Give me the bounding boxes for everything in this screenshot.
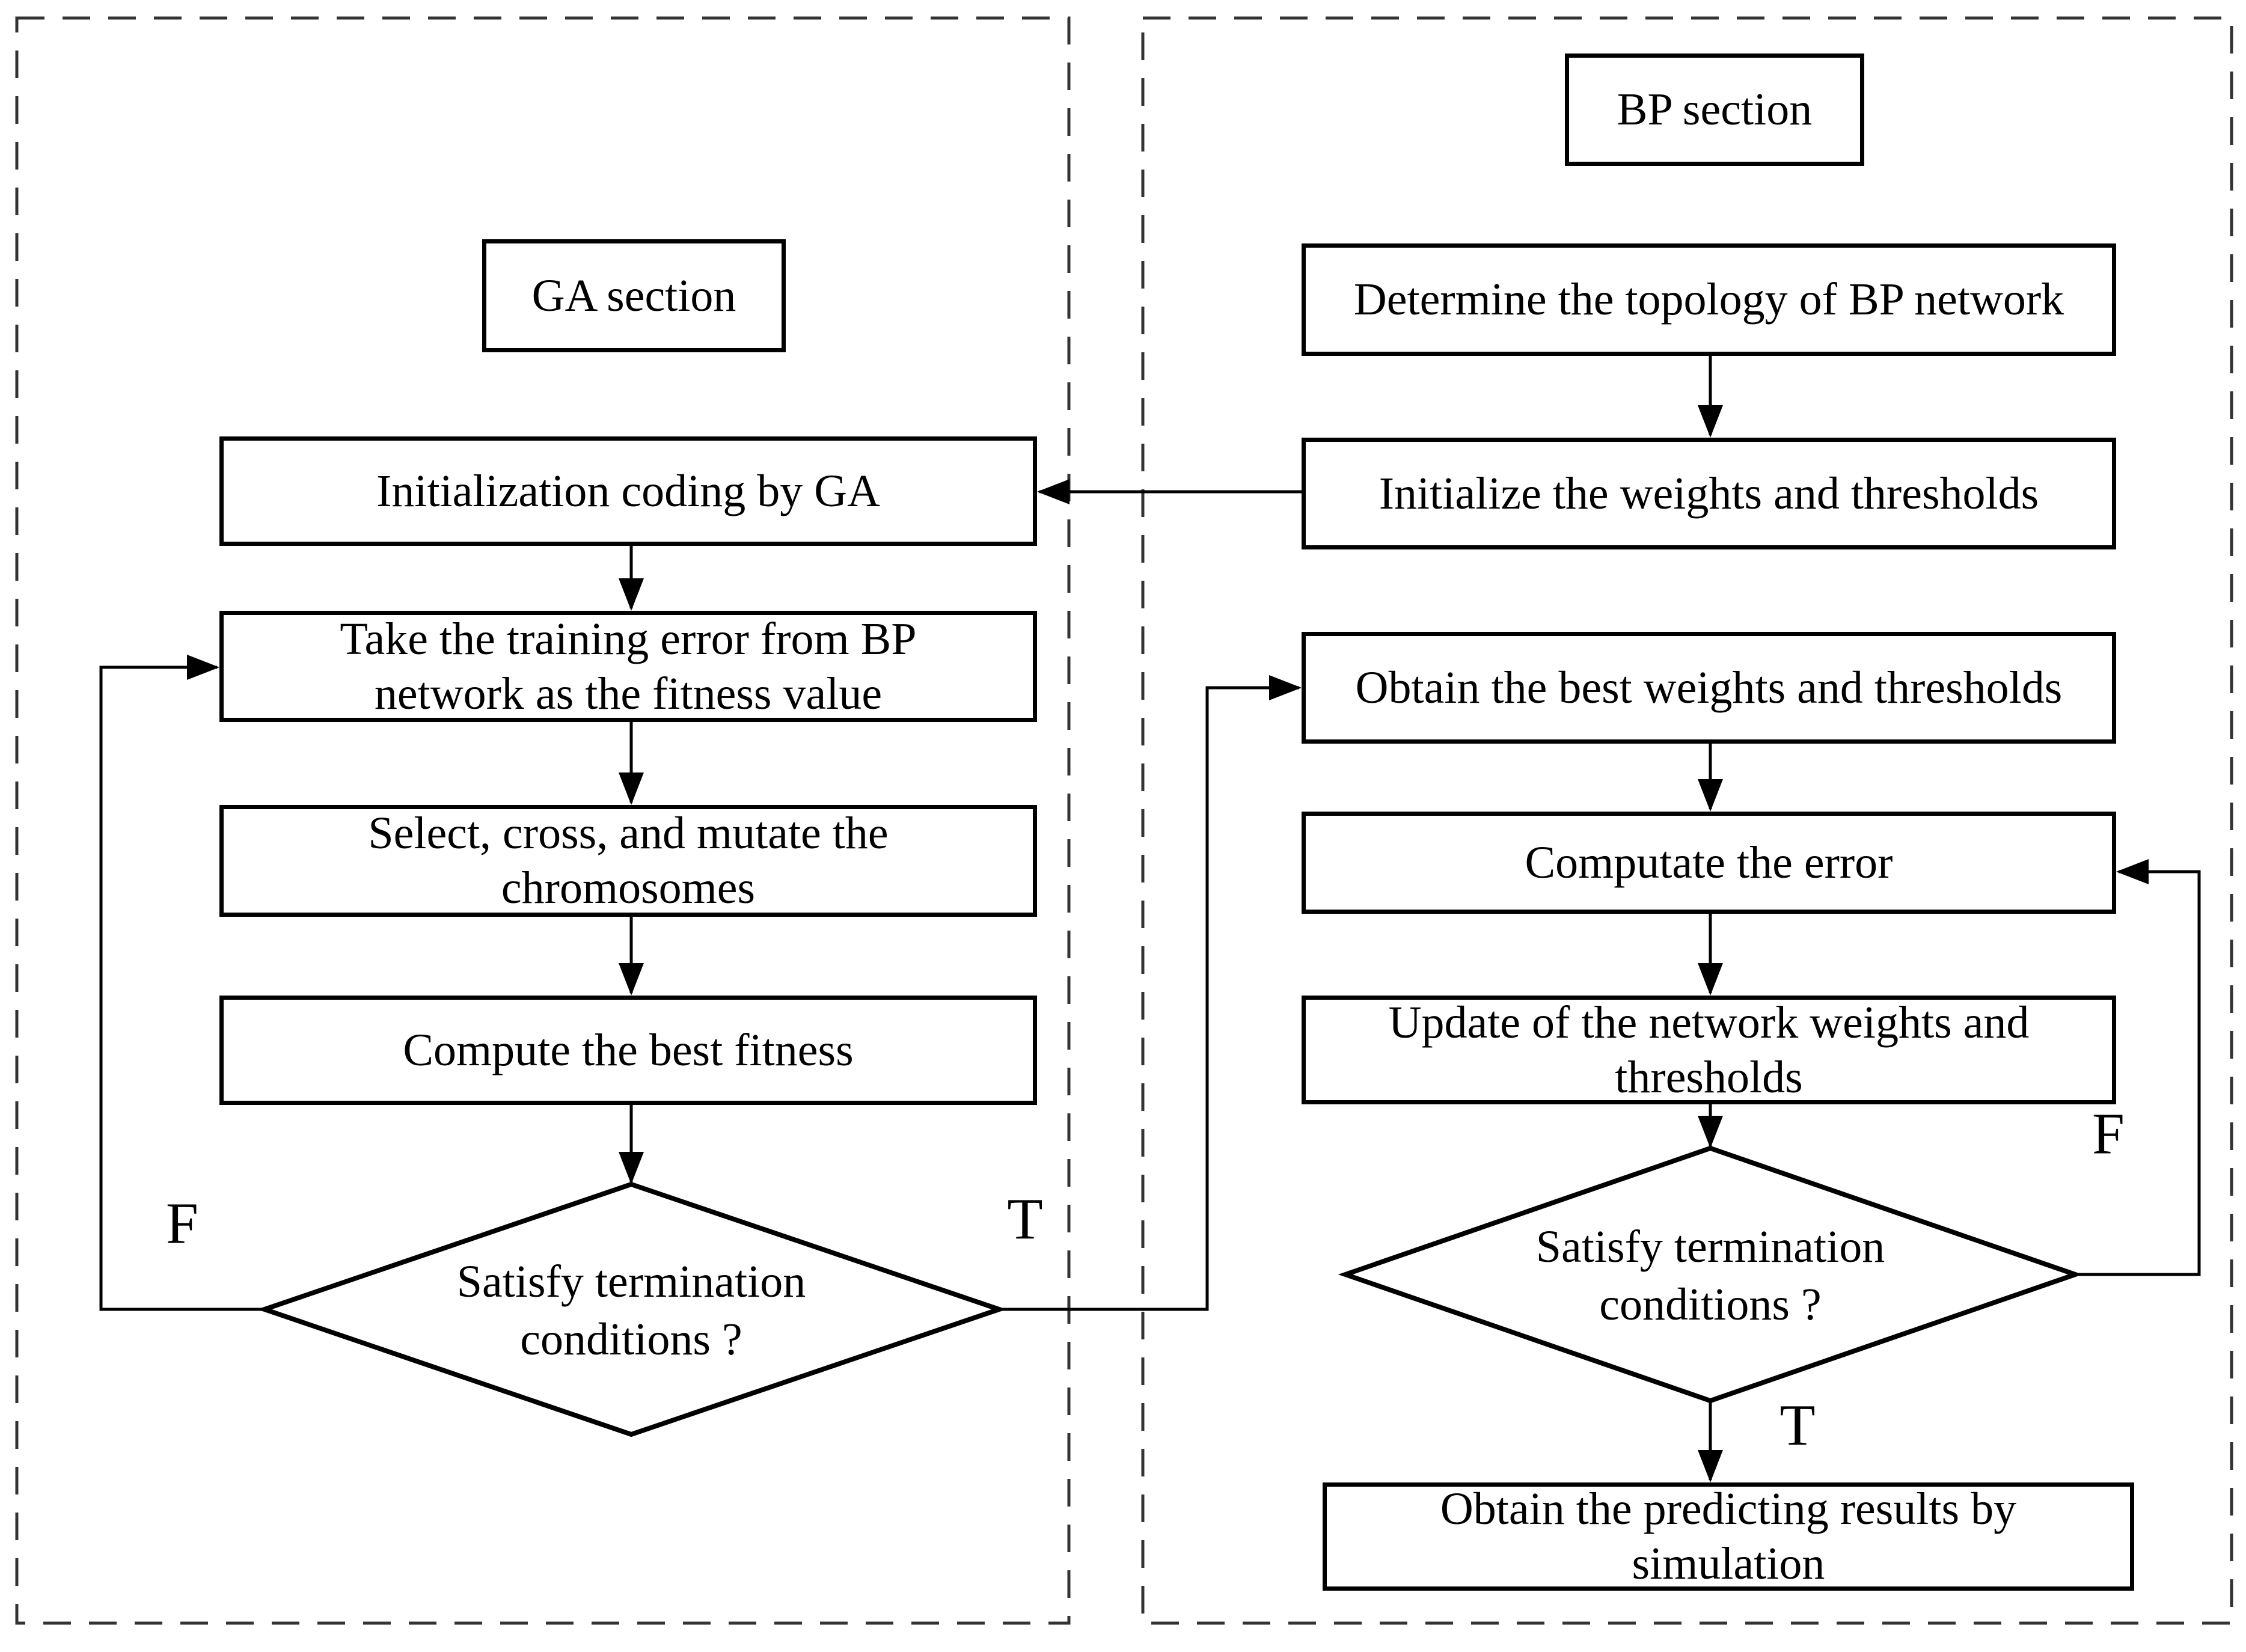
ga-branch-false-label: F bbox=[166, 1191, 198, 1256]
arrowhead-ga-false-loop bbox=[187, 655, 219, 680]
connector-bp-error-to-update bbox=[1698, 914, 1723, 996]
bp-decision-text: Satisfy termination conditions ? bbox=[1535, 1222, 1885, 1330]
node-bp-obtain-best-weights-text: Obtain the best weights and thresholds bbox=[1355, 662, 2063, 713]
arrowhead-ga-fitness-to-mutate bbox=[619, 772, 644, 805]
node-ga-initialization-coding: Initialization coding by GA bbox=[219, 436, 1037, 546]
arrowhead-bp-initialize-to-ga-init bbox=[1037, 479, 1069, 504]
connector-bp-obtain-to-error bbox=[1698, 744, 1723, 812]
bp-panel-border bbox=[1141, 16, 2233, 1625]
node-bp-computate-error: Computate the error bbox=[1302, 812, 2116, 914]
ga-decision-diamond bbox=[257, 1181, 1007, 1437]
arrowhead-bp-update-to-decision bbox=[1698, 1116, 1723, 1148]
node-bp-predicting-results: Obtain the predicting results by simulat… bbox=[1323, 1482, 2134, 1591]
node-bp-update-weights-text: Update of the network weights and thresh… bbox=[1388, 997, 2030, 1103]
connector-bp-true-to-results bbox=[1698, 1401, 1723, 1482]
arrowhead-bp-topology-to-initialize bbox=[1698, 405, 1723, 438]
arrowhead-bp-error-to-update bbox=[1698, 963, 1723, 996]
node-bp-initialize-weights-text: Initialize the weights and thresholds bbox=[1379, 468, 2039, 519]
connector-ga-init-to-fitness bbox=[619, 546, 644, 611]
connector-ga-false-loop bbox=[99, 655, 265, 1311]
connector-bp-false-loop-line bbox=[2075, 870, 2201, 1276]
ga-section-label: GA section bbox=[482, 239, 786, 352]
connector-bp-initialize-to-ga-init bbox=[1037, 479, 1302, 504]
arrowhead-ga-init-to-fitness bbox=[619, 578, 644, 611]
node-ga-select-cross-mutate: Select, cross, and mutate the chromosome… bbox=[219, 805, 1037, 917]
node-bp-update-weights: Update of the network weights and thresh… bbox=[1302, 996, 2116, 1104]
connector-bp-update-to-decision bbox=[1698, 1104, 1723, 1148]
connector-ga-true-to-bp-obtain bbox=[999, 675, 1302, 1311]
ga-decision-text: Satisfy termination conditions ? bbox=[456, 1256, 806, 1365]
node-bp-initialize-weights: Initialize the weights and thresholds bbox=[1302, 438, 2116, 549]
connector-ga-compute-to-decision bbox=[619, 1105, 644, 1184]
node-ga-initialization-coding-text: Initialization coding by GA bbox=[376, 465, 880, 516]
ga-panel-border bbox=[15, 16, 1071, 1625]
ga-section-label-text: GA section bbox=[531, 270, 736, 321]
bp-section-label: BP section bbox=[1565, 54, 1864, 166]
node-bp-obtain-best-weights: Obtain the best weights and thresholds bbox=[1302, 632, 2116, 744]
connector-ga-true-to-bp-obtain-line bbox=[999, 686, 1299, 1311]
node-bp-computate-error-text: Computate the error bbox=[1525, 837, 1893, 888]
node-ga-select-cross-mutate-text: Select, cross, and mutate the chromosome… bbox=[368, 808, 889, 913]
arrowhead-ga-true-to-bp-obtain bbox=[1269, 675, 1302, 700]
node-bp-predicting-results-text: Obtain the predicting results by simulat… bbox=[1440, 1484, 2017, 1589]
connector-ga-mutate-to-compute bbox=[619, 917, 644, 996]
node-ga-training-error-fitness-text: Take the training error from BP network … bbox=[340, 613, 917, 719]
arrowhead-ga-mutate-to-compute bbox=[619, 963, 644, 996]
node-bp-determine-topology-text: Determine the topology of BP network bbox=[1353, 274, 2064, 325]
arrowhead-bp-obtain-to-error bbox=[1698, 779, 1723, 812]
connector-bp-false-loop bbox=[2075, 859, 2201, 1276]
bp-section-label-text: BP section bbox=[1617, 84, 1813, 135]
node-ga-training-error-fitness: Take the training error from BP network … bbox=[219, 611, 1037, 722]
connector-ga-fitness-to-mutate bbox=[619, 722, 644, 805]
node-bp-determine-topology: Determine the topology of BP network bbox=[1302, 243, 2116, 356]
connector-bp-topology-to-initialize bbox=[1698, 356, 1723, 438]
ga-branch-true-label: T bbox=[1007, 1187, 1043, 1252]
arrowhead-ga-compute-to-decision bbox=[619, 1152, 644, 1184]
arrowhead-bp-true-to-results bbox=[1698, 1450, 1723, 1482]
arrowhead-bp-false-loop bbox=[2116, 859, 2149, 884]
node-ga-compute-best-fitness-text: Compute the best fitness bbox=[403, 1024, 854, 1075]
bp-branch-true-label: T bbox=[1779, 1393, 1816, 1458]
node-ga-compute-best-fitness: Compute the best fitness bbox=[219, 996, 1037, 1105]
bp-branch-false-label: F bbox=[2092, 1101, 2125, 1166]
connector-ga-false-loop-line bbox=[99, 665, 265, 1311]
bp-decision-diamond bbox=[1338, 1145, 2083, 1404]
